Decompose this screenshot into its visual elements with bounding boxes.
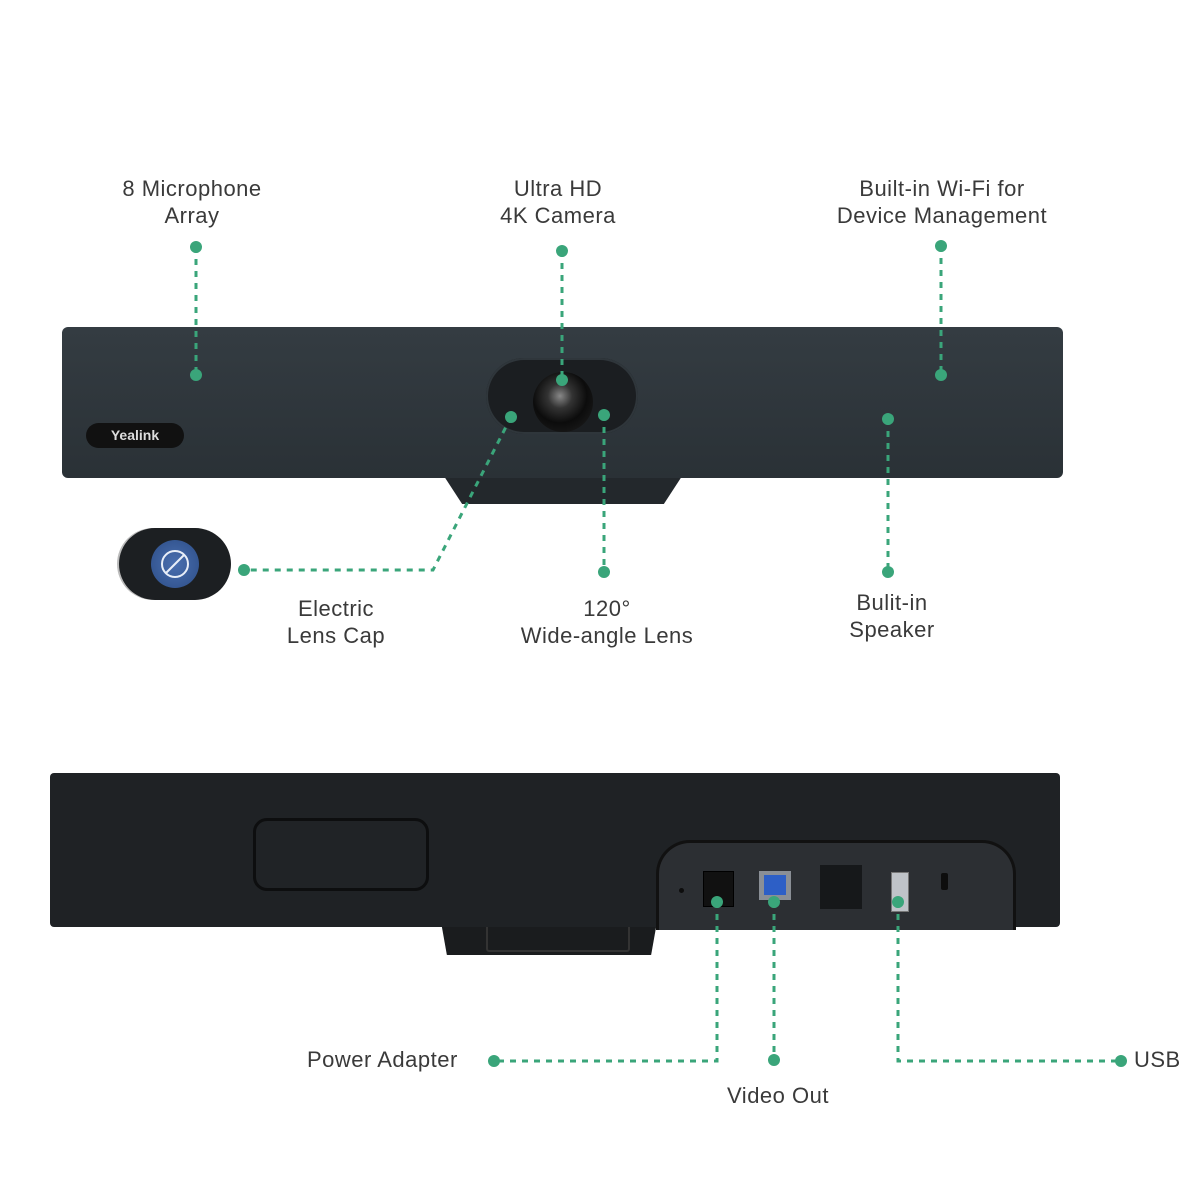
device-back-handle xyxy=(253,818,429,891)
label-camera: Ultra HD 4K Camera xyxy=(500,176,616,228)
security-slot xyxy=(941,873,948,890)
ethernet-port xyxy=(820,865,862,909)
label-power-adapter: Power Adapter xyxy=(307,1047,458,1072)
label-usb: USB xyxy=(1134,1047,1181,1072)
lens-cap-icon xyxy=(151,540,199,588)
label-speaker: Bulit-in Speaker xyxy=(849,590,935,642)
usb-b-port xyxy=(759,871,791,900)
label-video-out: Video Out xyxy=(727,1083,829,1108)
reset-hole xyxy=(679,888,684,893)
label-microphone-array: 8 Microphone Array xyxy=(122,176,262,228)
label-wide-angle: 120° Wide-angle Lens xyxy=(520,596,694,648)
brand-badge: Yealink xyxy=(86,423,184,448)
label-wifi: Built-in Wi-Fi for Device Management xyxy=(836,176,1048,228)
brand-logo: Yealink xyxy=(110,427,160,443)
label-lens-cap: Electric Lens Cap xyxy=(286,596,386,648)
dot xyxy=(190,241,202,253)
